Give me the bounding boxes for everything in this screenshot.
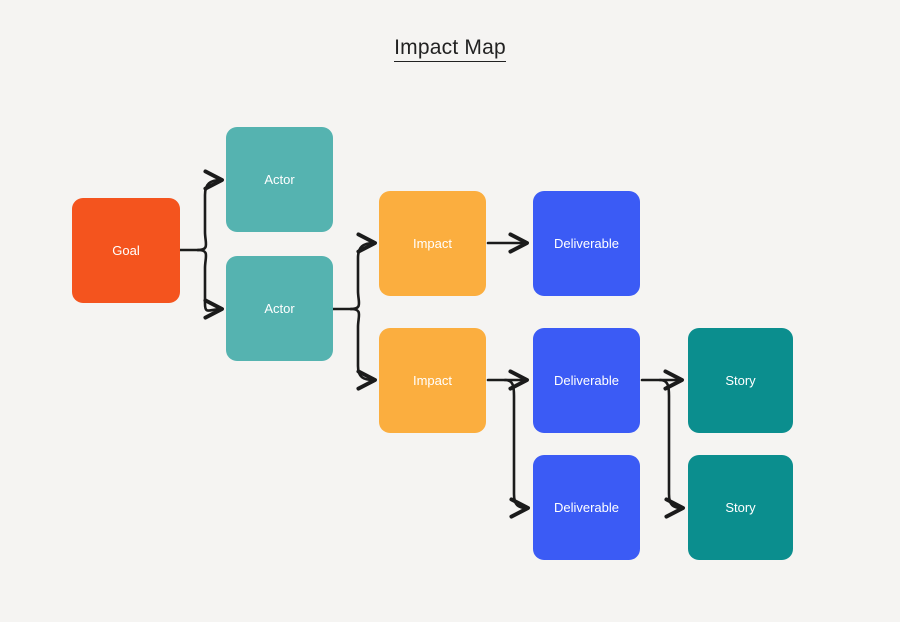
page-title: Impact Map [0, 36, 900, 62]
node-actor-1[interactable]: Actor [226, 127, 333, 232]
node-deliverable-3-label: Deliverable [553, 499, 620, 515]
node-actor-2-label: Actor [264, 300, 295, 316]
node-story-2-label: Story [725, 499, 756, 515]
node-deliverable-1-label: Deliverable [553, 235, 620, 251]
node-impact-1[interactable]: Impact [379, 191, 486, 296]
node-goal-label: Goal [112, 242, 140, 258]
node-deliverable-3[interactable]: Deliverable [533, 455, 640, 560]
node-deliverable-2[interactable]: Deliverable [533, 328, 640, 433]
node-story-1-label: Story [725, 372, 756, 388]
connector-actor2-to-impact-2 [349, 307, 377, 391]
node-deliverable-2-label: Deliverable [553, 372, 620, 388]
node-impact-2[interactable]: Impact [379, 328, 486, 433]
node-impact-1-label: Impact [412, 235, 452, 251]
connector-goal-to-actor-2 [196, 248, 224, 320]
node-impact-2-label: Impact [412, 372, 452, 388]
node-deliverable-1[interactable]: Deliverable [533, 191, 640, 296]
node-story-2[interactable]: Story [688, 455, 793, 560]
page-title-text: Impact Map [394, 36, 506, 62]
node-actor-1-label: Actor [264, 171, 295, 187]
node-story-1[interactable]: Story [688, 328, 793, 433]
connector-deliverable2-to-story2 [658, 378, 685, 519]
connector-impact2-to-deliverable3 [503, 378, 530, 519]
connector-actor2-to-impact-1 [349, 232, 377, 311]
node-actor-2[interactable]: Actor [226, 256, 333, 361]
connector-goal-to-actor-1 [196, 169, 224, 252]
node-goal[interactable]: Goal [72, 198, 180, 303]
